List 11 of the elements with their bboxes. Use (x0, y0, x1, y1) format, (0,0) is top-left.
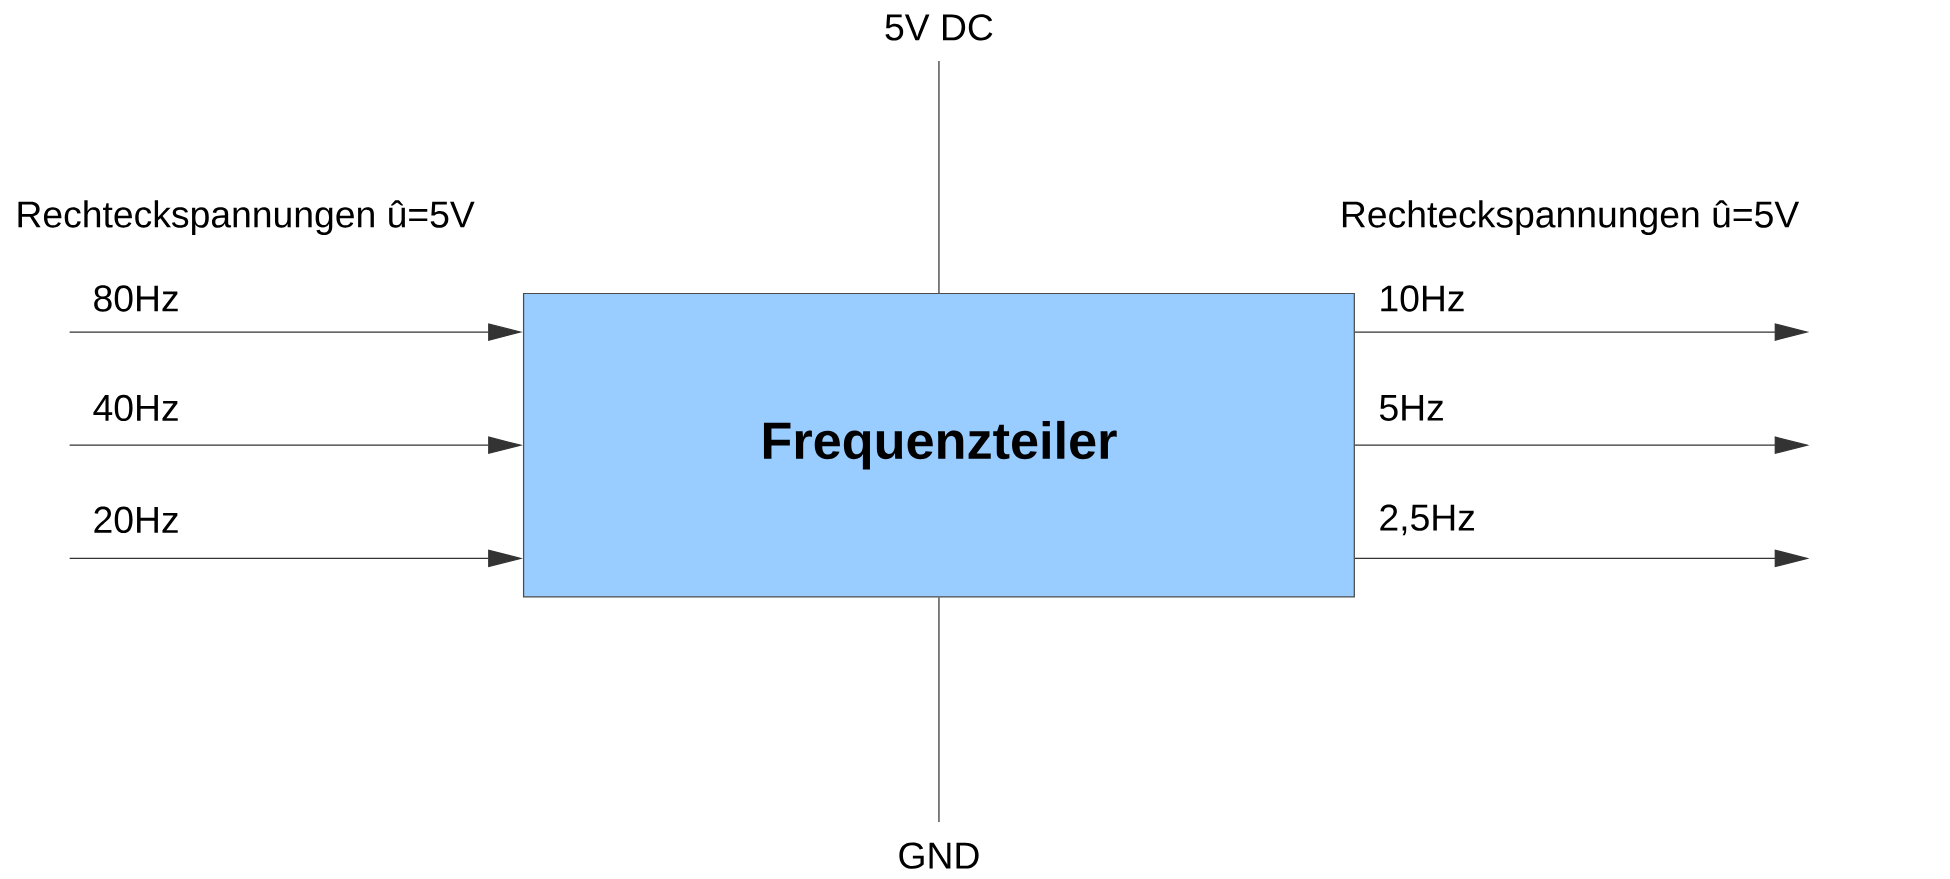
ground-label: GND (899, 842, 979, 869)
signal-label: Rechteckspannungen û=5V (1342, 200, 1800, 235)
process-box: Frequenzteiler (522, 292, 1355, 598)
supply-label: 5V DC (885, 14, 993, 41)
edge-label: 10Hz (1381, 285, 1464, 312)
signal-label: Rechteckspannungen û=5V (18, 200, 475, 235)
edge-label: 2,5Hz (1380, 504, 1474, 536)
edge-label: 40Hz (93, 394, 178, 421)
edge-label: 5Hz (1379, 394, 1443, 421)
edge-label: 20Hz (94, 506, 178, 533)
edge-label: 80Hz (94, 285, 178, 312)
